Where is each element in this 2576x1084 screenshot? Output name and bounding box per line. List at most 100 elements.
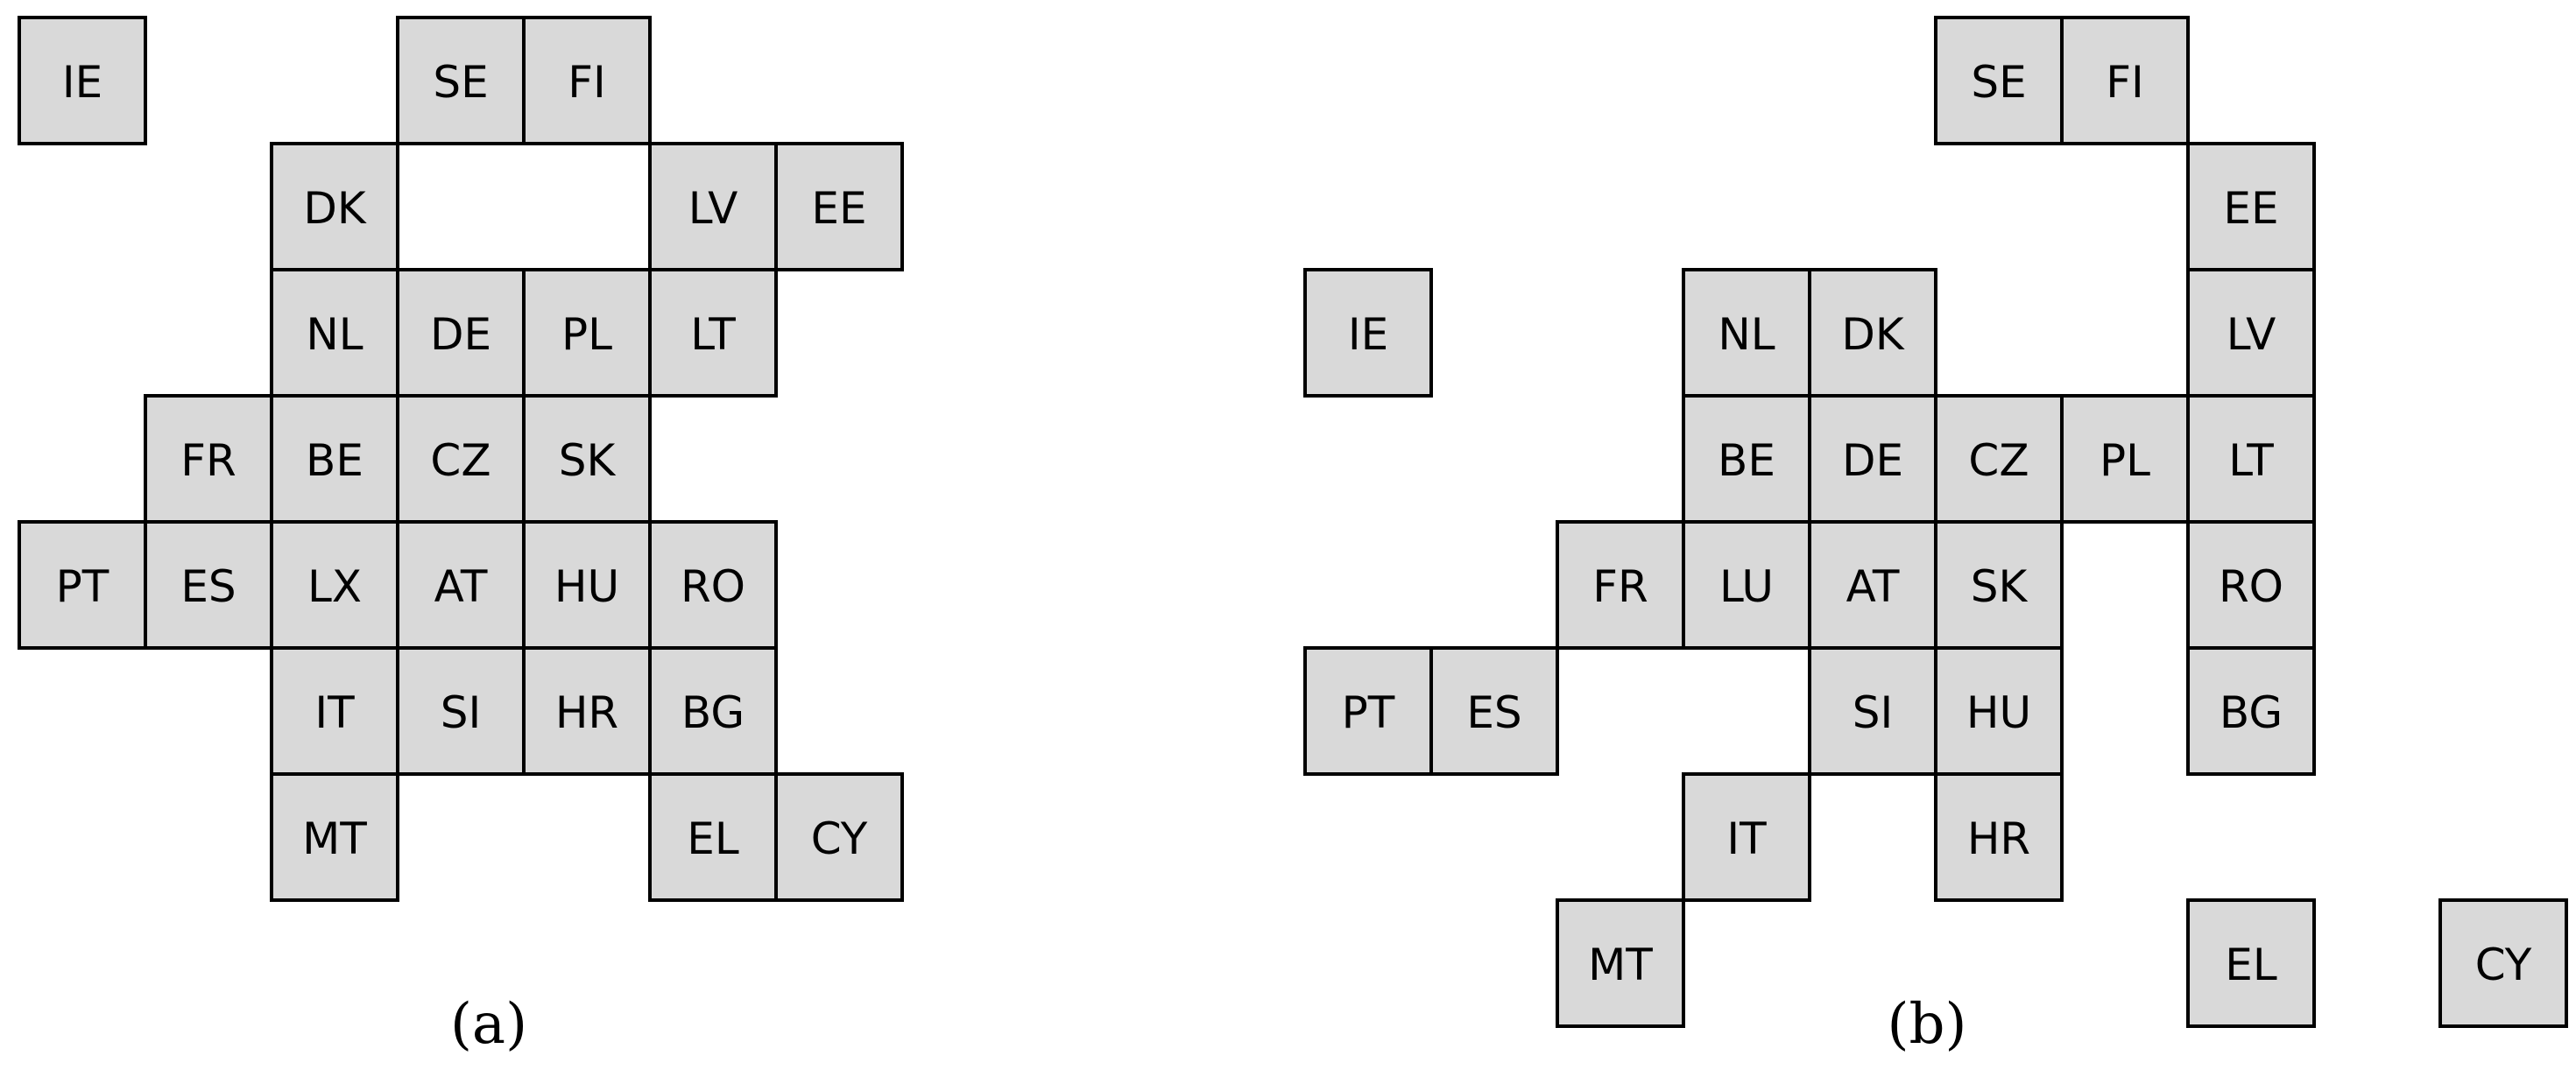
tile-box <box>1808 646 1937 776</box>
tile-box <box>522 394 652 524</box>
tile-label: RO <box>681 561 745 612</box>
tile-label: HR <box>1967 813 2030 864</box>
tile-be: BE <box>1682 394 1811 524</box>
tile-lu: LU <box>1682 520 1811 650</box>
tile-box <box>1808 520 1937 650</box>
tile-box <box>774 142 904 271</box>
tile-box <box>1934 16 2064 145</box>
tile-box <box>2060 394 2190 524</box>
tile-label: EE <box>2223 183 2278 234</box>
tile-label: SI <box>1853 687 1893 738</box>
tile-label: AT <box>434 561 488 612</box>
tile-cz: CZ <box>1934 394 2064 524</box>
tile-el: EL <box>2186 898 2316 1028</box>
tile-es: ES <box>1429 646 1559 776</box>
tile-label: SE <box>1971 57 2026 108</box>
tile-box <box>396 646 526 776</box>
tile-box <box>1556 520 1685 650</box>
tile-label: NL <box>306 309 363 360</box>
tile-nl: NL <box>1682 268 1811 398</box>
tile-box <box>1303 646 1433 776</box>
tile-label: IE <box>1348 309 1388 360</box>
tile-si: SI <box>396 646 526 776</box>
tile-lv: LV <box>648 142 778 271</box>
tile-bg: BG <box>2186 646 2316 776</box>
tile-box <box>270 646 399 776</box>
tile-label: CZ <box>430 435 490 486</box>
tile-box <box>2438 898 2568 1028</box>
tile-hr: HR <box>522 646 652 776</box>
tile-label: CY <box>811 813 868 864</box>
panel-b-caption: (b) <box>1888 992 1967 1057</box>
tile-lv: LV <box>2186 268 2316 398</box>
tile-lt: LT <box>648 268 778 398</box>
tile-label: ES <box>1466 687 1521 738</box>
tile-label: PT <box>56 561 109 612</box>
tile-label: BE <box>1718 435 1775 486</box>
tile-hu: HU <box>522 520 652 650</box>
tile-cz: CZ <box>396 394 526 524</box>
tile-label: NL <box>1718 309 1775 360</box>
tile-ie: IE <box>18 16 147 145</box>
tile-sk: SK <box>522 394 652 524</box>
tile-label: LT <box>2228 435 2274 486</box>
tile-label: FI <box>568 57 606 108</box>
tile-label: SI <box>441 687 481 738</box>
tile-lx: LX <box>270 520 399 650</box>
tile-cy: CY <box>2438 898 2568 1028</box>
tile-se: SE <box>396 16 526 145</box>
tile-box <box>1429 646 1559 776</box>
tile-hr: HR <box>1934 772 2064 902</box>
tile-box <box>2060 16 2190 145</box>
tile-box <box>144 520 273 650</box>
tile-label: DK <box>303 183 367 234</box>
tile-box <box>396 520 526 650</box>
tile-hu: HU <box>1934 646 2064 776</box>
tile-label: DE <box>1842 435 1903 486</box>
tile-label: DK <box>1841 309 1905 360</box>
tile-ro: RO <box>2186 520 2316 650</box>
tile-fr: FR <box>144 394 273 524</box>
tile-box <box>648 646 778 776</box>
tile-box <box>18 16 147 145</box>
tile-sk: SK <box>1934 520 2064 650</box>
tile-box <box>2186 898 2316 1028</box>
tile-label: FI <box>2106 57 2144 108</box>
tile-lt: LT <box>2186 394 2316 524</box>
tile-pt: PT <box>1303 646 1433 776</box>
tile-at: AT <box>1808 520 1937 650</box>
tile-se: SE <box>1934 16 2064 145</box>
tile-box <box>2186 142 2316 271</box>
tile-label: SK <box>1971 561 2029 612</box>
tile-label: SE <box>433 57 488 108</box>
tile-box <box>270 394 399 524</box>
tile-box <box>1808 394 1937 524</box>
tile-fi: FI <box>2060 16 2190 145</box>
tile-ro: RO <box>648 520 778 650</box>
tile-box <box>270 142 399 271</box>
tile-label: PL <box>2100 435 2150 486</box>
tile-label: ES <box>180 561 236 612</box>
tile-label: CY <box>2475 940 2532 990</box>
tile-label: EL <box>2225 940 2277 990</box>
tile-label: EL <box>687 813 739 864</box>
tile-pt: PT <box>18 520 147 650</box>
tile-label: PT <box>1342 687 1395 738</box>
tile-mt: MT <box>270 772 399 902</box>
tile-label: BG <box>681 687 745 738</box>
tile-de: DE <box>1808 394 1937 524</box>
panel-a-caption: (a) <box>450 992 527 1057</box>
tile-box <box>1934 520 2064 650</box>
tile-label: LV <box>688 183 738 234</box>
tile-at: AT <box>396 520 526 650</box>
tile-box <box>270 520 399 650</box>
tile-box <box>2186 394 2316 524</box>
tile-ie: IE <box>1303 268 1433 398</box>
tile-label: HU <box>554 561 619 612</box>
tile-label: RO <box>2219 561 2283 612</box>
tile-label: FR <box>1592 561 1648 612</box>
tile-box <box>522 16 652 145</box>
tile-label: CZ <box>1968 435 2029 486</box>
